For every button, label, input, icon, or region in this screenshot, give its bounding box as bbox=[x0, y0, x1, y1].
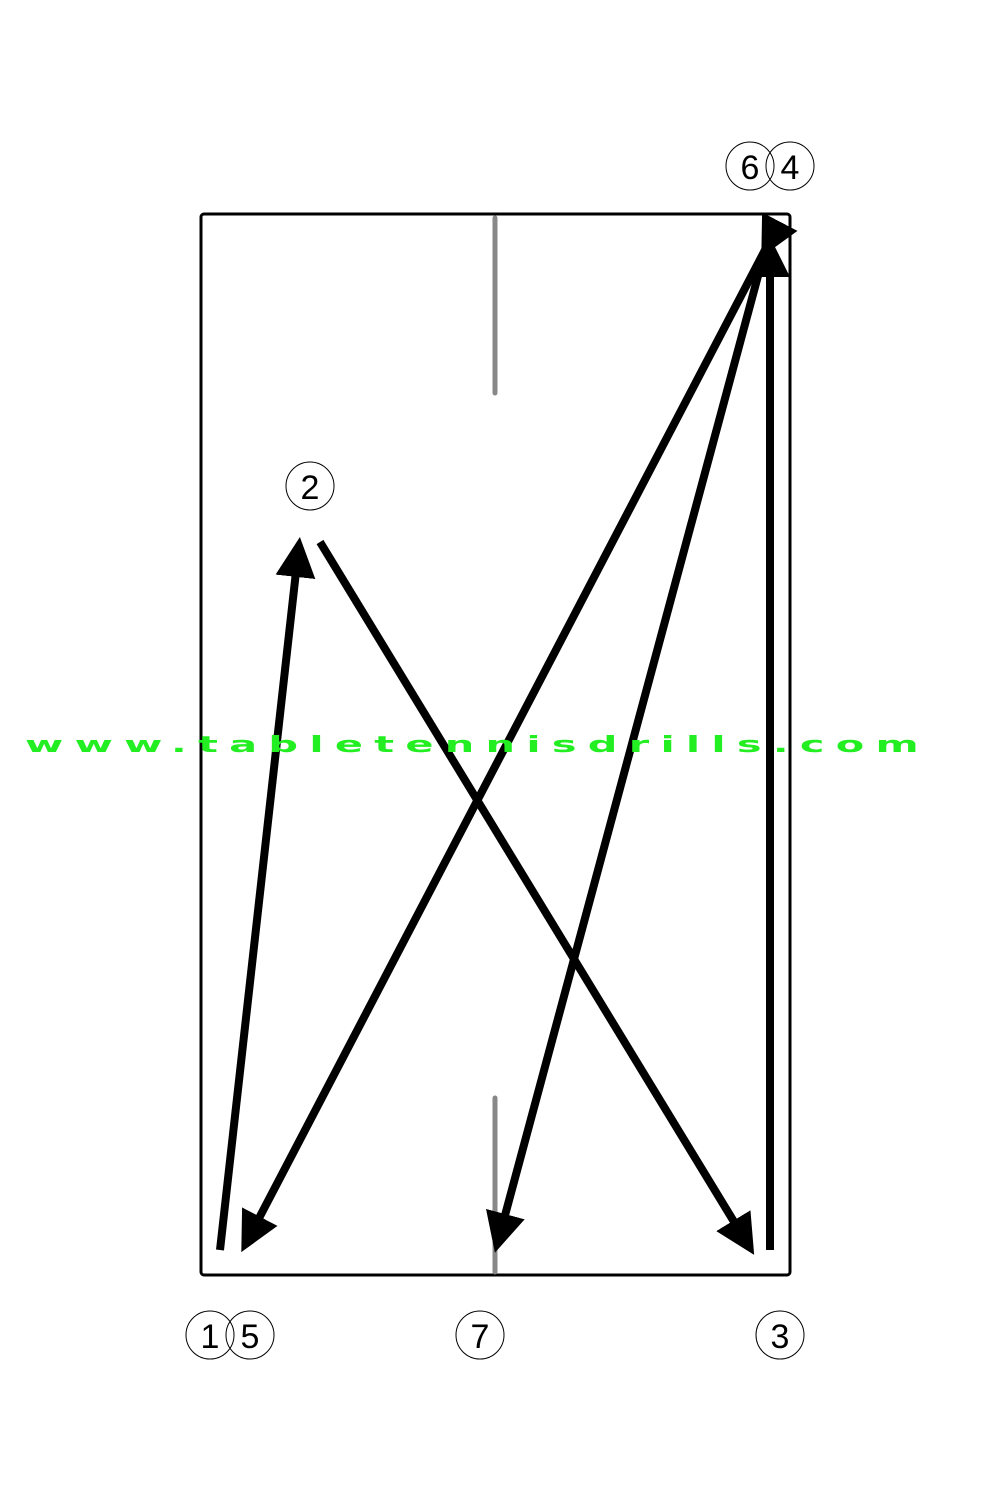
svg-text:3: 3 bbox=[771, 1318, 790, 1356]
position-marker-7: 7 bbox=[455, 1310, 505, 1360]
svg-text:4: 4 bbox=[781, 149, 800, 187]
svg-text:5: 5 bbox=[241, 1318, 260, 1356]
position-marker-2: 2 bbox=[285, 461, 335, 511]
svg-text:1: 1 bbox=[201, 1318, 220, 1356]
position-marker-6: 6 bbox=[725, 141, 775, 191]
position-marker-1: 1 bbox=[185, 1310, 235, 1360]
position-marker-3: 3 bbox=[755, 1310, 805, 1360]
arrow-6-to-7 bbox=[486, 248, 769, 1253]
svg-text:6: 6 bbox=[741, 149, 760, 187]
svg-text:2: 2 bbox=[301, 469, 320, 507]
arrow-2-to-3 bbox=[316, 539, 755, 1255]
watermark: www.tabletennisdrills.com bbox=[25, 733, 930, 758]
arrow-4-to-5 bbox=[241, 212, 798, 1253]
arrow-1-to-2 bbox=[216, 537, 316, 1251]
position-marker-5: 5 bbox=[225, 1310, 275, 1360]
position-marker-4: 4 bbox=[765, 141, 815, 191]
svg-text:7: 7 bbox=[471, 1318, 490, 1356]
